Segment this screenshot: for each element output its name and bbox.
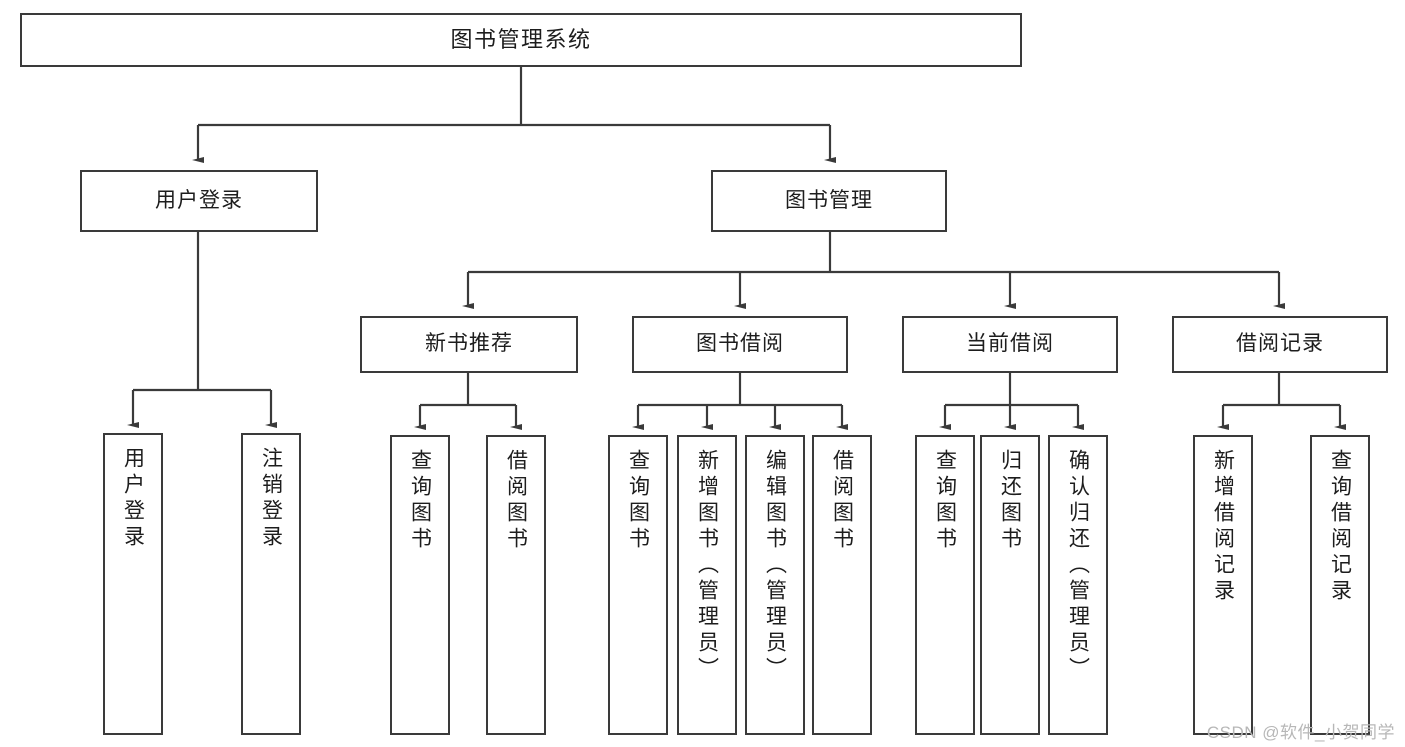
node-label: 归还图书 (998, 449, 1022, 553)
node-label: 用户登录 (155, 188, 243, 212)
node-book-management[interactable]: 图书管理 (711, 170, 947, 232)
node-label: 新书推荐 (425, 332, 513, 356)
node-leaf-user-login[interactable]: 用户登录 (103, 433, 163, 735)
node-label: 借阅记录 (1236, 332, 1324, 356)
node-user-login[interactable]: 用户登录 (80, 170, 318, 232)
node-leaf-borrow-book-recommend[interactable]: 借阅图书 (486, 435, 546, 735)
node-root-book-management-system[interactable]: 图书管理系统 (20, 13, 1022, 67)
node-label: 用户登录 (121, 447, 145, 551)
node-label: 查询图书 (408, 449, 432, 553)
node-leaf-query-book-recommend[interactable]: 查询图书 (390, 435, 450, 735)
node-label: 当前借阅 (966, 332, 1054, 356)
node-leaf-logout[interactable]: 注销登录 (241, 433, 301, 735)
node-label: 编辑图书（管理员） (763, 449, 787, 683)
node-leaf-edit-book-admin[interactable]: 编辑图书（管理员） (745, 435, 805, 735)
watermark: CSDN @软件_小贺同学 (1206, 723, 1395, 742)
node-leaf-query-book-current[interactable]: 查询图书 (915, 435, 975, 735)
node-label: 确认归还（管理员） (1066, 449, 1090, 683)
node-leaf-borrow-book[interactable]: 借阅图书 (812, 435, 872, 735)
node-label: 图书借阅 (696, 332, 784, 356)
node-label: 图书管理系统 (450, 27, 592, 53)
node-borrow-record[interactable]: 借阅记录 (1172, 316, 1388, 373)
node-label: 注销登录 (259, 447, 283, 551)
node-leaf-confirm-return-admin[interactable]: 确认归还（管理员） (1048, 435, 1108, 735)
node-leaf-return-book[interactable]: 归还图书 (980, 435, 1040, 735)
node-leaf-add-borrow-record[interactable]: 新增借阅记录 (1193, 435, 1253, 735)
node-label: 图书管理 (785, 188, 873, 212)
node-label: 查询图书 (626, 449, 650, 553)
node-label: 查询借阅记录 (1328, 449, 1352, 605)
node-book-borrow[interactable]: 图书借阅 (632, 316, 848, 373)
node-current-borrow[interactable]: 当前借阅 (902, 316, 1118, 373)
node-leaf-query-book-borrow[interactable]: 查询图书 (608, 435, 668, 735)
node-new-book-recommend[interactable]: 新书推荐 (360, 316, 578, 373)
node-label: 借阅图书 (830, 449, 854, 553)
node-label: 查询图书 (933, 449, 957, 553)
node-leaf-add-book-admin[interactable]: 新增图书（管理员） (677, 435, 737, 735)
node-label: 借阅图书 (504, 449, 528, 553)
node-label: 新增借阅记录 (1211, 449, 1235, 605)
node-leaf-query-borrow-record[interactable]: 查询借阅记录 (1310, 435, 1370, 735)
node-label: 新增图书（管理员） (695, 449, 719, 683)
